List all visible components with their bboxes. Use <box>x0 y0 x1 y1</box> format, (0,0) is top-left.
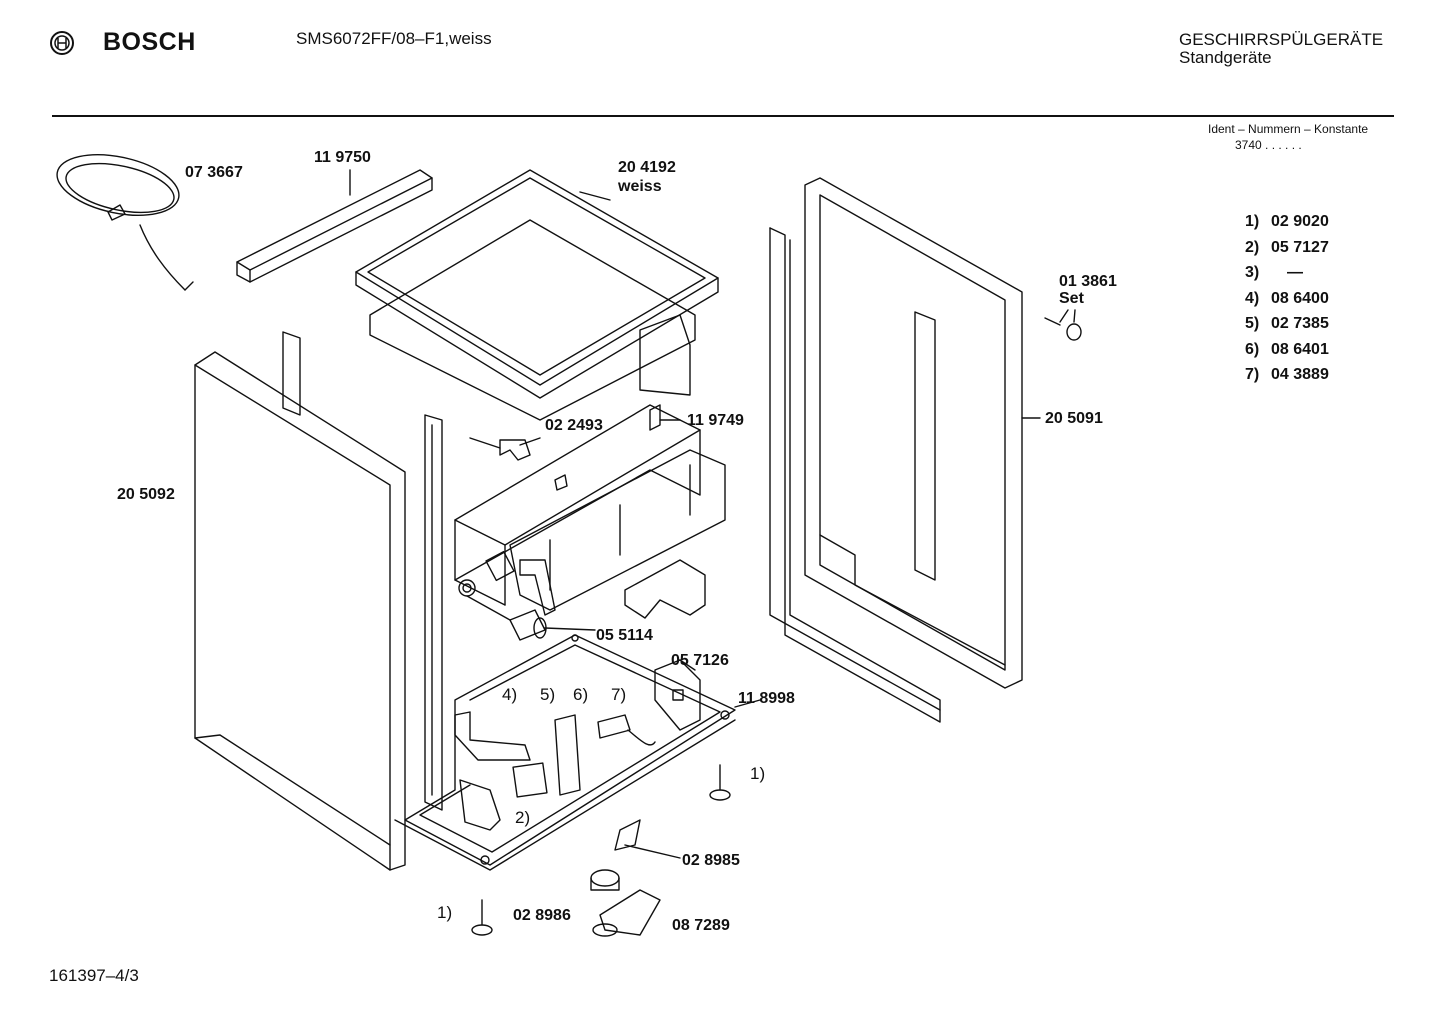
power-cord <box>52 145 193 290</box>
label-119750: 11 9750 <box>314 149 371 166</box>
label-013861-set: Set <box>1059 290 1084 307</box>
legend-row: 3)— <box>1245 264 1303 281</box>
doc-number: 161397–4/3 <box>49 966 139 985</box>
callout-1-left: 1) <box>437 903 453 922</box>
label-013861: 01 3861 <box>1059 273 1117 290</box>
screw-set <box>1045 310 1081 340</box>
callout-7: 7) <box>611 685 627 704</box>
callout-5: 5) <box>540 685 556 704</box>
worktop-panel <box>356 170 718 420</box>
subcategory-title: Standgeräte <box>1179 48 1272 67</box>
callout-2: 2) <box>515 808 531 827</box>
ident-value: 3740 . . . . . . <box>1235 138 1302 152</box>
bosch-logo-icon <box>49 30 75 61</box>
legend-row: 5)02 7385 <box>1245 315 1329 332</box>
base-plate <box>395 635 760 870</box>
label-204192: 20 4192 <box>618 159 676 176</box>
label-118998: 11 8998 <box>738 690 795 707</box>
capacitor <box>467 596 595 640</box>
legend-list: 1)02 9020 2)05 7127 3)— 4)08 6400 5)02 7… <box>1245 213 1329 392</box>
small-parts <box>455 712 655 830</box>
screw-clip <box>470 438 540 460</box>
ident-label: Ident – Nummern – Konstante <box>1208 122 1369 136</box>
adjustable-foot <box>472 765 730 935</box>
label-028986: 02 8986 <box>513 907 571 924</box>
legend-row: 7)04 3889 <box>1245 366 1329 383</box>
callout-1-right: 1) <box>750 764 766 783</box>
label-055114: 05 5114 <box>596 627 653 644</box>
label-204192-color: weiss <box>618 178 662 195</box>
brand-name: BOSCH <box>103 28 196 56</box>
label-057126: 05 7126 <box>671 652 729 669</box>
header-divider <box>52 115 1394 117</box>
bracket-057126 <box>655 660 700 730</box>
callout-4: 4) <box>502 685 518 704</box>
label-119749: 11 9749 <box>687 412 744 429</box>
right-side-panel <box>770 178 1040 722</box>
bracket <box>650 405 680 430</box>
legend-row: 4)08 6400 <box>1245 289 1329 307</box>
label-028985: 02 8985 <box>682 852 740 869</box>
legend-row: 6)08 6401 <box>1245 340 1329 358</box>
label-205091: 20 5091 <box>1045 410 1103 427</box>
category-title: GESCHIRRSPÜLGERÄTE <box>1179 30 1384 49</box>
main-frame <box>455 405 725 618</box>
legend-row: 1)02 9020 <box>1245 213 1329 230</box>
label-022493: 02 2493 <box>545 417 603 434</box>
label-205092: 20 5092 <box>117 486 175 503</box>
callout-6: 6) <box>573 685 589 704</box>
float-switch <box>591 820 680 936</box>
label-073667: 07 3667 <box>185 164 243 181</box>
left-side-panel <box>195 332 442 870</box>
top-rail <box>237 170 432 282</box>
model-number: SMS6072FF/08–F1,weiss <box>296 29 492 48</box>
legend-row: 2)05 7127 <box>1245 238 1329 256</box>
label-087289: 08 7289 <box>672 917 730 934</box>
